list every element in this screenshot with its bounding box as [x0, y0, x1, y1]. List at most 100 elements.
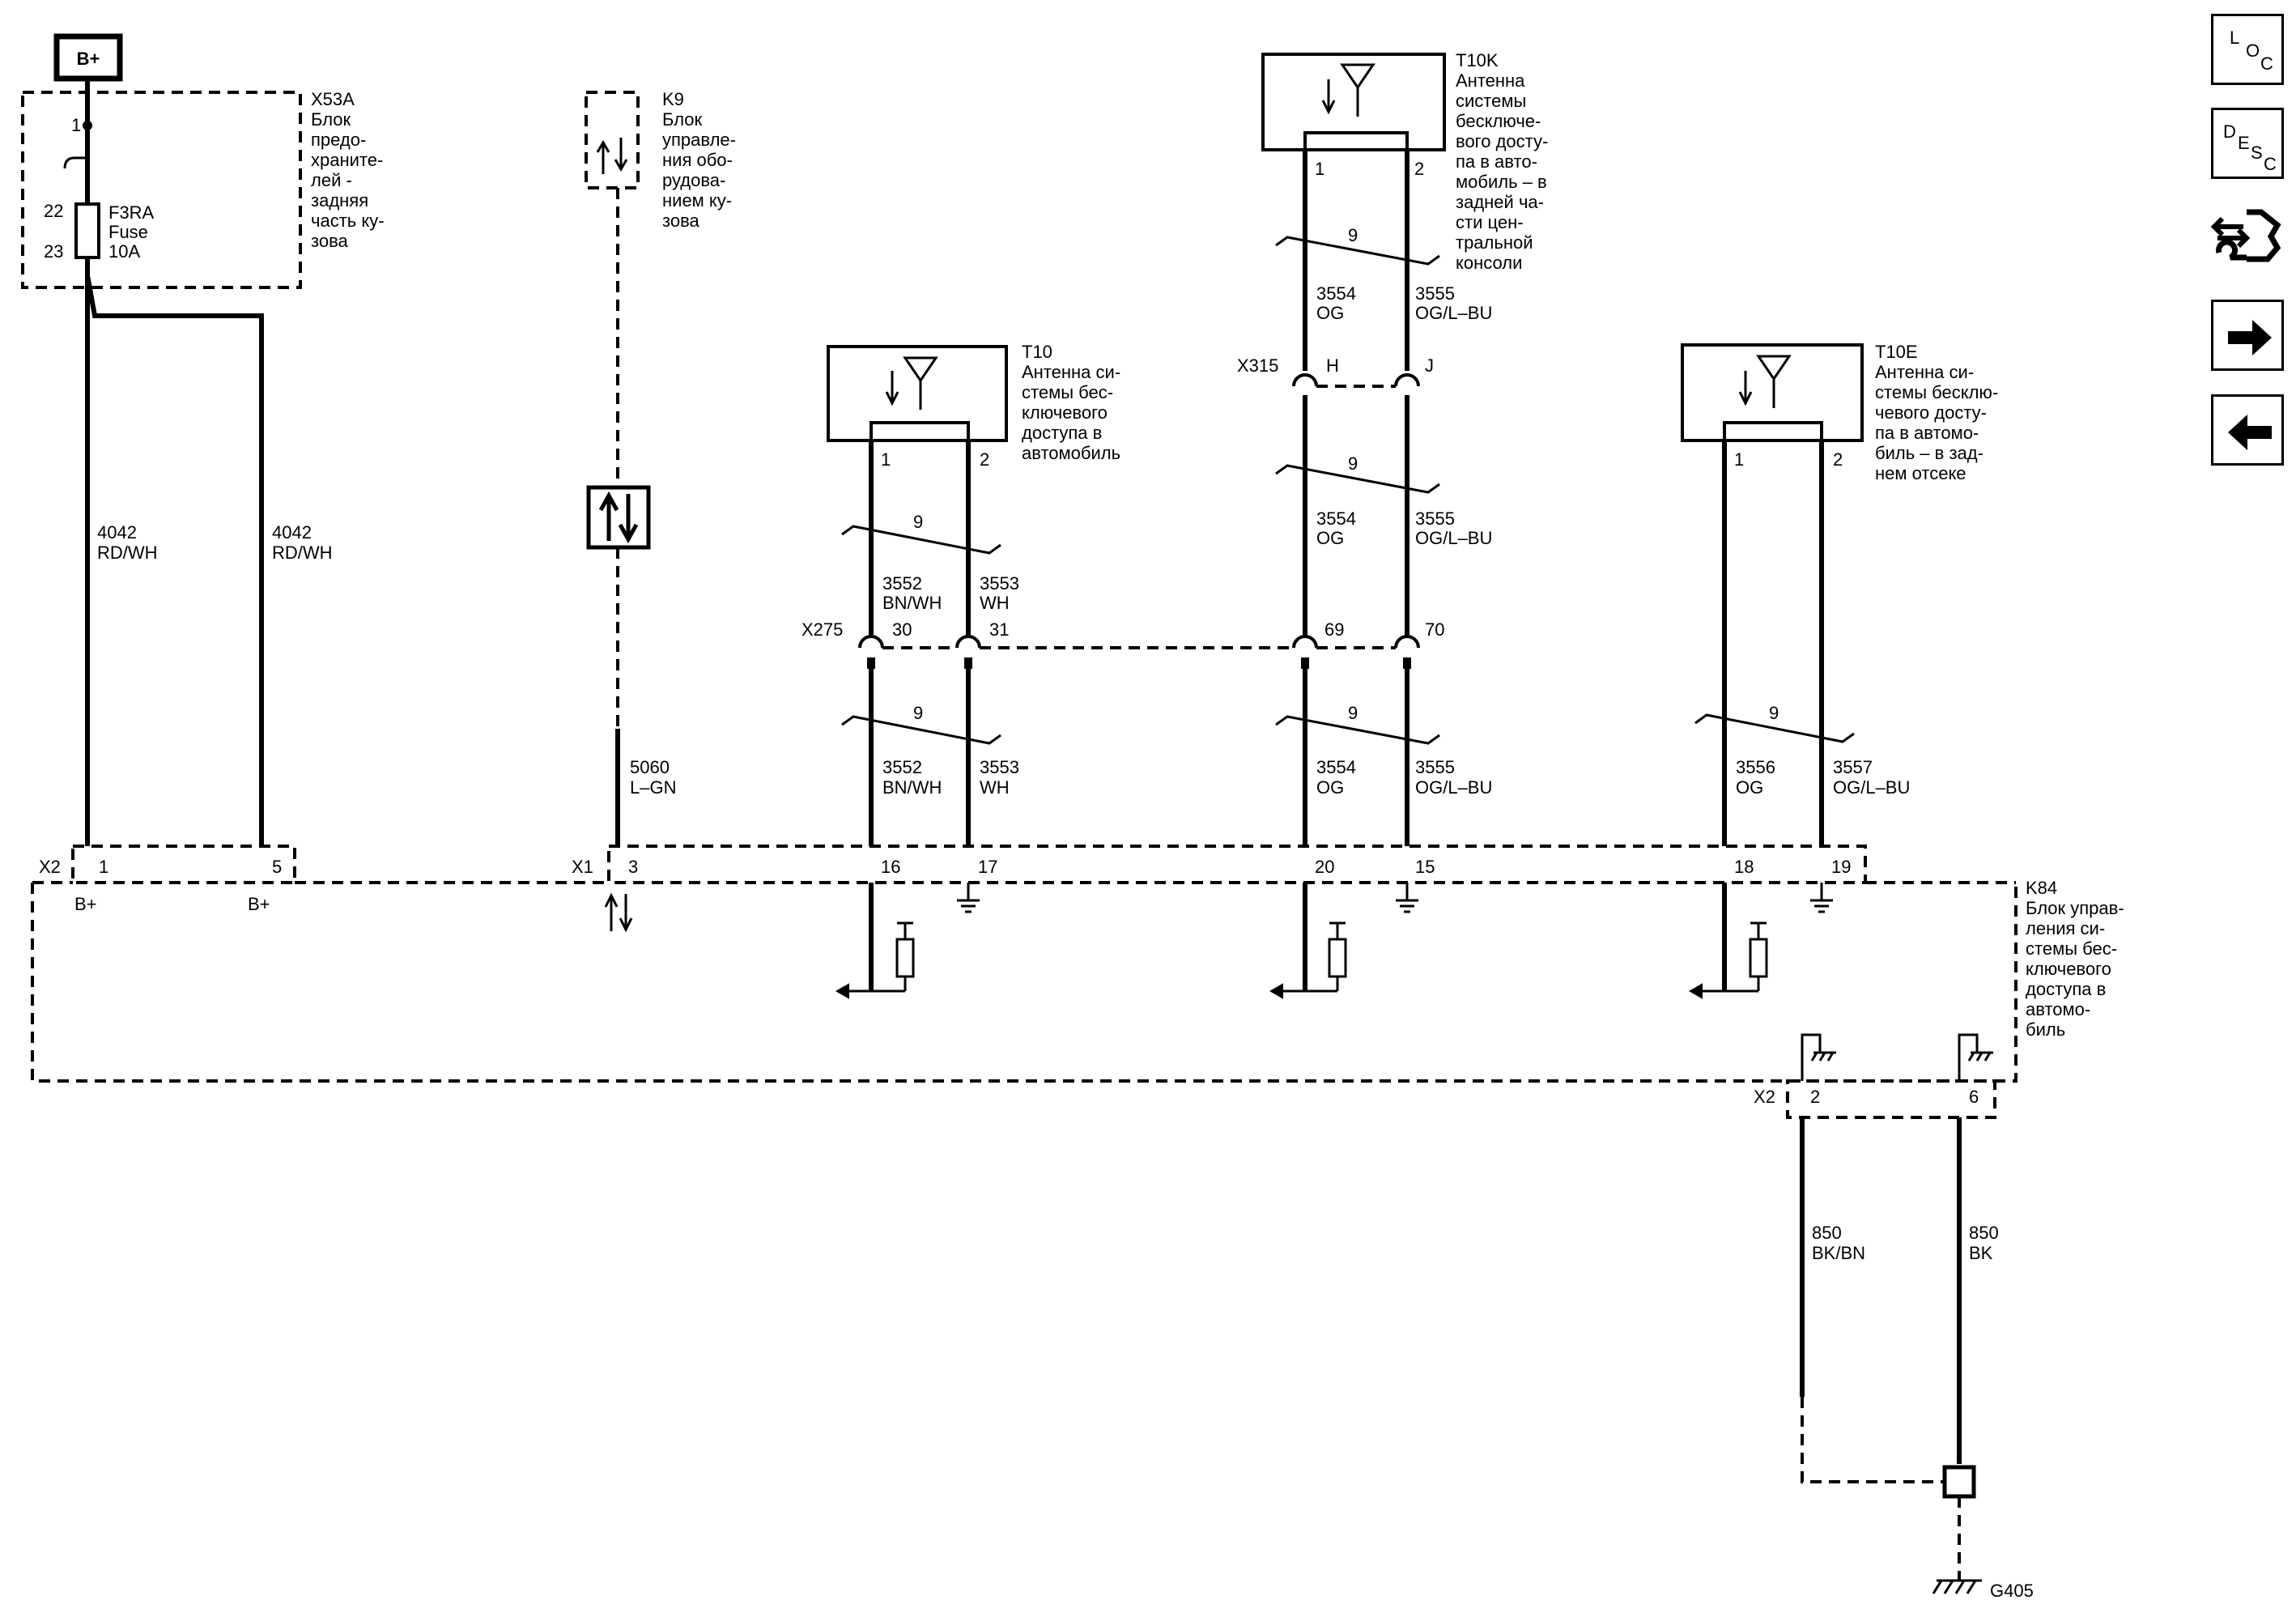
- t10k-pin-1: 1: [1315, 159, 1324, 179]
- k9-name-line: управле-: [662, 130, 736, 150]
- k84-x2-pin-label: B+: [248, 894, 270, 914]
- t10-pin-2: 2: [980, 449, 989, 470]
- t10k-name-line: мобиль – в: [1456, 172, 1547, 192]
- t10-pin-1: 1: [881, 449, 891, 470]
- t10-lower-wires: 9 3552 BN/WH 3553 WH: [841, 657, 1019, 846]
- k84-x1-pin: 17: [978, 857, 997, 877]
- k84-name-line: Блок управ-: [2026, 898, 2124, 918]
- x275-pin: 31: [989, 619, 1009, 640]
- t10k-name-line: вого досту-: [1456, 131, 1548, 151]
- wire-color: BN/WH: [882, 593, 942, 613]
- k9-id: K9: [662, 89, 684, 109]
- t10k-name-line: задней ча-: [1456, 192, 1544, 212]
- t10k-name-line: бесключе-: [1456, 111, 1541, 131]
- wire-circuit: 3554: [1316, 283, 1356, 304]
- t10k-name-line: па в авто-: [1456, 151, 1537, 172]
- signal-ground-icon: [1396, 883, 1418, 913]
- wire-color: RD/WH: [97, 543, 158, 563]
- k84-name-line: ключевого: [2026, 959, 2111, 979]
- fuse-type: Fuse: [108, 222, 148, 242]
- k84-x2b-pin: 6: [1969, 1087, 1979, 1107]
- x53a-pin-in: 22: [44, 201, 63, 221]
- wire-color: BK: [1969, 1243, 1993, 1263]
- x53a-name-line: часть ку-: [311, 211, 385, 231]
- twist-turns: 9: [913, 703, 923, 723]
- desc-letter: E: [2238, 133, 2250, 153]
- wire-color: OG/L–BU: [1833, 777, 1910, 798]
- wire-color: BK/BN: [1812, 1243, 1865, 1263]
- connector-list-button[interactable]: [2211, 202, 2284, 274]
- back-arrow-icon: [2228, 415, 2272, 450]
- wire-circuit: 4042: [97, 522, 137, 543]
- x53a-name-line: зова: [311, 231, 349, 251]
- back-page-button[interactable]: [2211, 394, 2284, 466]
- twist-turns: 9: [1348, 703, 1358, 723]
- antenna-t10k: T10K Антенна системы бесключе- вого дост…: [1237, 50, 1548, 636]
- x53a-pin-out: 23: [44, 241, 63, 262]
- k84-x1-pin: 3: [628, 857, 638, 877]
- x275-pin: 70: [1425, 619, 1444, 640]
- x53a-name-line: Блок: [311, 109, 351, 130]
- t10e-name-line: па в автомо-: [1875, 423, 1979, 443]
- k84-x1-pin: 16: [881, 857, 900, 877]
- chassis-ground-icon: [1801, 1033, 1836, 1081]
- k84-id: K84: [2026, 878, 2057, 898]
- k9-name-line: ния обо-: [662, 150, 733, 170]
- ground-g405-icon: [1932, 1579, 1982, 1594]
- twist-turns: 9: [913, 512, 923, 532]
- t10-id: T10: [1022, 342, 1052, 362]
- wire-circuit: 850: [1812, 1223, 1842, 1243]
- t10e-name-line: стемы бесклю-: [1875, 382, 1998, 402]
- wire-color: OG: [1736, 777, 1763, 798]
- twist-turns: 9: [1348, 453, 1358, 474]
- loc-letter: O: [2246, 40, 2260, 61]
- body-control-module-k9: K9 Блок управле- ния обо- рудова- нием к…: [585, 89, 736, 846]
- t10e-name-line: биль – в зад-: [1875, 443, 1983, 463]
- k84-name-line: доступа в: [2026, 979, 2106, 999]
- wire-circuit: 3557: [1833, 757, 1873, 777]
- antenna-t10: T10 Антенна си- стемы бес- ключевого дос…: [827, 342, 1120, 636]
- t10k-name-line: сти цен-: [1456, 212, 1524, 232]
- k84-x2-pin: 1: [99, 857, 108, 877]
- k84-x2b-id: X2: [1754, 1087, 1775, 1107]
- wire-color: OG: [1316, 777, 1344, 798]
- splice-pack: [1942, 1465, 1976, 1499]
- x275-id: X275: [801, 619, 843, 640]
- loc-letter: C: [2260, 53, 2273, 74]
- t10-name-line: стемы бес-: [1022, 382, 1113, 402]
- keyless-entry-module-k84: K84 Блок управ- ления си- стемы бес- клю…: [31, 845, 2124, 1119]
- x53a-name-line: предо-: [311, 130, 366, 150]
- x53a-pin-top: 1: [71, 115, 81, 135]
- x53a-name-line: задняя: [311, 190, 368, 211]
- wire-circuit: 850: [1969, 1223, 1999, 1243]
- t10-name-line: Антенна си-: [1022, 362, 1120, 382]
- wire-color: OG/L–BU: [1415, 777, 1492, 798]
- twist-turns: 9: [1769, 703, 1779, 723]
- location-button[interactable]: L O C: [2211, 14, 2284, 85]
- internal-input-circuit: [835, 883, 915, 999]
- x53a-id: X53A: [311, 89, 355, 109]
- wire-color: RD/WH: [272, 543, 333, 563]
- k9-name-line: рудова-: [662, 170, 725, 190]
- x315-pin-h: H: [1326, 355, 1339, 376]
- serial-data-symbol: [586, 485, 651, 550]
- fuse-rating: 10A: [108, 241, 140, 262]
- next-page-button[interactable]: [2211, 300, 2284, 371]
- internal-input-circuit: [1688, 883, 1768, 999]
- x315-id: X315: [1237, 355, 1278, 376]
- loc-letter: L: [2230, 28, 2239, 48]
- wire-color: L–GN: [630, 777, 676, 798]
- t10e-name-line: чевого досту-: [1875, 402, 1987, 423]
- wire-color: OG/L–BU: [1415, 303, 1492, 323]
- wire-circuit: 3555: [1415, 283, 1455, 304]
- chassis-ground-icon: [1958, 1033, 1993, 1081]
- k84-name-line: биль: [2026, 1019, 2065, 1040]
- k84-name-line: стемы бес-: [2026, 938, 2117, 959]
- signal-ground-icon: [957, 883, 980, 913]
- k84-x1-pin: 20: [1315, 857, 1334, 877]
- description-button[interactable]: D E S C: [2211, 108, 2284, 179]
- t10k-name-line: системы: [1456, 91, 1526, 111]
- wire-color: OG: [1316, 303, 1344, 323]
- power-source-b-plus: B+: [53, 33, 123, 82]
- k9-name-line: нием ку-: [662, 190, 732, 211]
